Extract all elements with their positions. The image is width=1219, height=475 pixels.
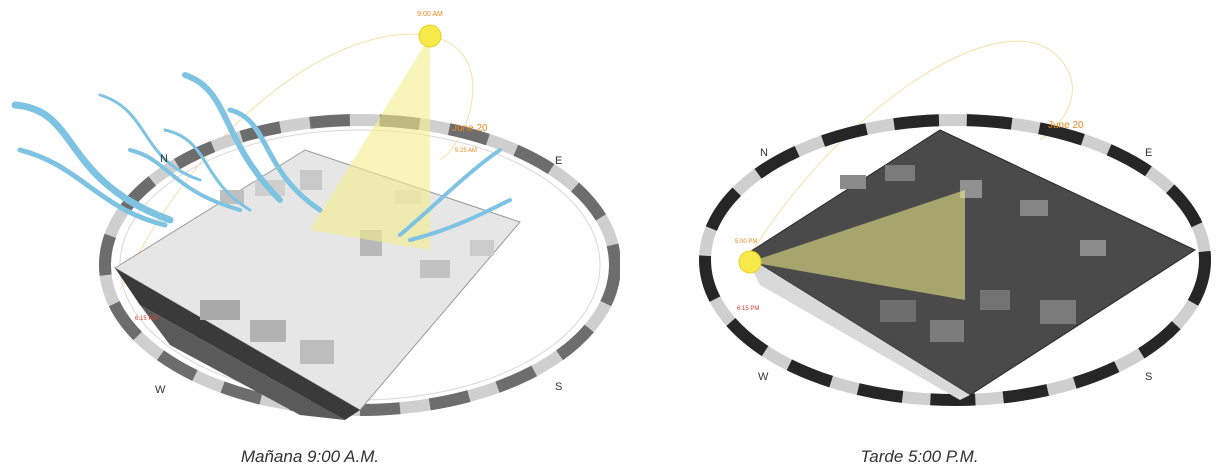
east-label: E xyxy=(1145,147,1152,159)
afternoon-caption: Tarde 5:00 P.M. xyxy=(860,447,979,466)
afternoon-diagram: 5:00 PM June 20 6:15 PM N E W S xyxy=(699,40,1211,406)
morning-panel: 9:00 AM June 20 5:25 AM 6:15 PM N E W S … xyxy=(11,11,620,466)
sun-path-arc xyxy=(749,40,1073,256)
south-label: S xyxy=(555,381,562,393)
east-label: E xyxy=(555,155,562,167)
sunrise-label: 5:25 AM xyxy=(455,148,477,154)
sun-beam xyxy=(750,190,965,300)
sun-icon xyxy=(738,250,762,274)
city-terrain xyxy=(744,129,1197,400)
sun-path-arc xyxy=(119,33,474,291)
time-label: 9:00 AM xyxy=(417,11,443,18)
morning-caption: Mañana 9:00 A.M. xyxy=(240,447,380,466)
west-label: W xyxy=(758,371,769,383)
sun-icon xyxy=(418,24,442,48)
south-label: S xyxy=(1145,371,1152,383)
north-label: N xyxy=(160,153,168,165)
sun-beam xyxy=(310,36,430,250)
time-label: 5:00 PM xyxy=(735,239,757,245)
sunset-label: 6:15 PM xyxy=(737,306,759,312)
wind-arrows xyxy=(11,72,512,242)
west-label: W xyxy=(155,384,166,396)
north-label: N xyxy=(760,147,768,159)
date-label: June 20 xyxy=(1048,120,1084,131)
afternoon-panel: 5:00 PM June 20 6:15 PM N E W S Tarde 5:… xyxy=(620,0,1219,475)
city-terrain xyxy=(114,149,521,420)
morning-diagram: 9:00 AM June 20 5:25 AM 6:15 PM N E W S xyxy=(11,11,620,420)
compass-ring xyxy=(699,114,1211,406)
date-label: June 20 xyxy=(452,123,488,134)
sunset-label: 6:15 PM xyxy=(135,316,157,322)
